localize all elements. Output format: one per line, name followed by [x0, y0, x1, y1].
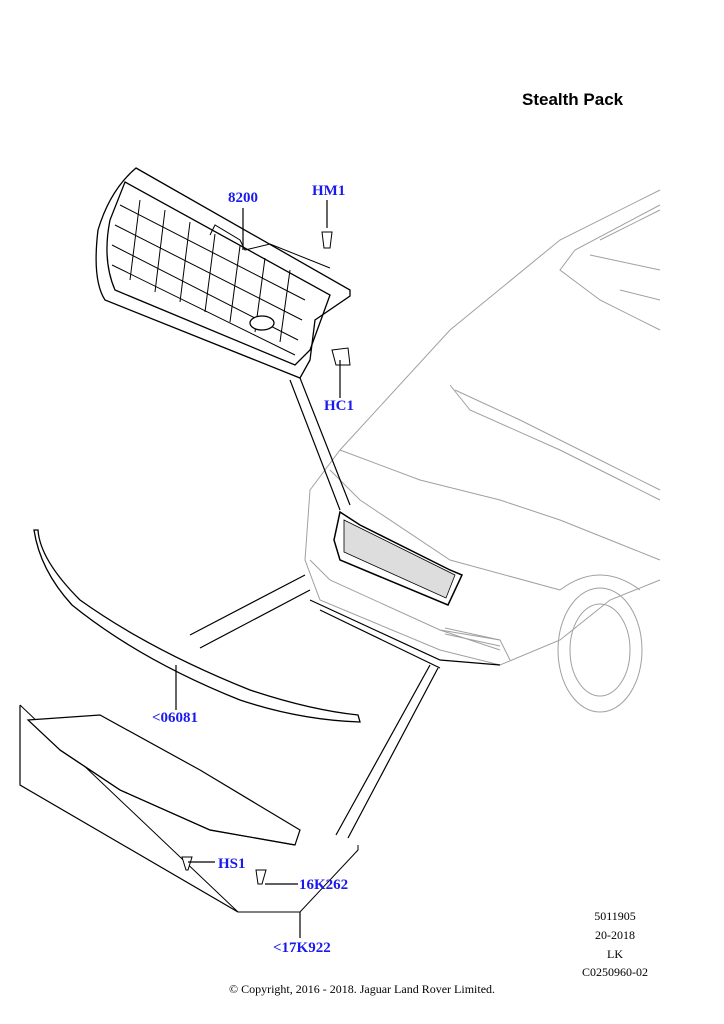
fasteners	[181, 231, 351, 885]
illustration-number: 5011905	[594, 909, 636, 923]
callout-hc1[interactable]: HC1	[324, 398, 354, 414]
callout-06081[interactable]: <06081	[152, 710, 199, 726]
illustration-code: C0250960-02	[582, 965, 648, 979]
callout-hs1[interactable]: HS1	[218, 856, 246, 872]
callout-hm1[interactable]: HM1	[312, 183, 346, 199]
moulding-part	[33, 529, 361, 723]
callout-17k922[interactable]: <17K922	[273, 940, 331, 956]
copyright: © Copyright, 2016 - 2018. Jaguar Land Ro…	[228, 982, 496, 996]
vehicle-outline	[304, 189, 661, 713]
illustration-date: 20-2018	[595, 928, 635, 942]
leader-lines	[175, 200, 439, 938]
callout-16k262[interactable]: 16K262	[299, 877, 349, 893]
illustration-market: LK	[607, 947, 623, 961]
callout-8200[interactable]: 8200	[228, 190, 258, 206]
vehicle-grille	[309, 510, 501, 669]
page-title: Stealth Pack	[522, 90, 624, 109]
